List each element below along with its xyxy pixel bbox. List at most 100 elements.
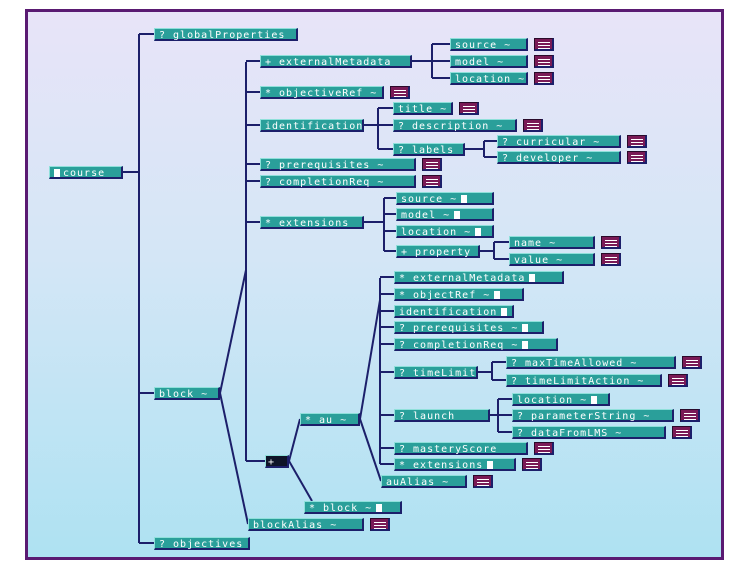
node-label: ? curricular ~ [502, 137, 601, 148]
node-au_extensions[interactable]: * extensions [394, 458, 516, 471]
node-completionReq[interactable]: ? completionReq ~ [260, 175, 416, 188]
node-developer[interactable]: ? developer ~ [497, 151, 621, 164]
node-label: model ~ [401, 210, 451, 221]
node-em_model[interactable]: model ~ [450, 55, 528, 68]
node-parameterString[interactable]: ? parameterString ~ [512, 409, 674, 422]
node-auAlias[interactable]: auAlias ~ [381, 475, 467, 488]
connector-line [359, 418, 382, 482]
node-name[interactable]: name ~ [509, 236, 595, 249]
node-label: ? timeLimitAction ~ [511, 376, 645, 387]
node-label: ? parameterString ~ [517, 411, 651, 422]
repeat-list-icon [522, 458, 542, 471]
repeat-list-icon [680, 409, 700, 422]
node-au_prerequisites[interactable]: ? prerequisites ~ [394, 321, 544, 334]
repeat-list-icon [627, 135, 647, 148]
node-blockAlias[interactable]: blockAlias ~ [248, 518, 364, 531]
node-label: location ~ [455, 74, 526, 85]
element-box-icon [501, 308, 508, 316]
node-au_objectiveRef[interactable]: * objectRef ~ [394, 288, 524, 301]
node-label: ? completionReq ~ [399, 340, 519, 351]
node-launch_location[interactable]: location ~ [512, 393, 610, 406]
repeat-list-icon [459, 102, 479, 115]
node-masteryScore[interactable]: ? masteryScore [394, 442, 528, 455]
node-objectives[interactable]: ? objectives [154, 537, 250, 550]
node-externalMetadata[interactable]: + externalMetadata [260, 55, 412, 68]
node-value[interactable]: value ~ [509, 253, 595, 266]
node-label: ? developer ~ [502, 153, 594, 164]
node-ext_location[interactable]: location ~ [396, 225, 494, 238]
repeat-list-icon [672, 426, 692, 439]
node-ext_model[interactable]: model ~ [396, 208, 494, 221]
node-label: * objectRef ~ [399, 290, 491, 301]
node-dataFromLMS[interactable]: ? dataFromLMS ~ [512, 426, 666, 439]
node-label: ? completionReq ~ [265, 177, 385, 188]
element-box-icon [529, 274, 536, 282]
node-prerequisites[interactable]: ? prerequisites ~ [260, 158, 416, 171]
node-label: identification [265, 121, 364, 132]
node-identification[interactable]: identification [260, 119, 364, 132]
node-labels[interactable]: ? labels [393, 143, 465, 156]
repeat-list-icon [534, 55, 554, 68]
element-box-icon [475, 228, 482, 236]
repeat-list-icon [473, 475, 493, 488]
repeat-list-icon [390, 86, 410, 99]
element-box-icon [522, 341, 529, 349]
node-au[interactable]: * au ~ [300, 413, 360, 426]
node-em_source[interactable]: source ~ [450, 38, 528, 51]
repeat-list-icon [534, 72, 554, 85]
node-label: location ~ [401, 227, 472, 238]
node-timeLimit[interactable]: ? timeLimit [394, 366, 478, 379]
node-timeLimitAction[interactable]: ? timeLimitAction ~ [506, 374, 662, 387]
node-label: name ~ [514, 238, 557, 249]
element-box-icon [454, 211, 461, 219]
node-choice[interactable]: + [265, 455, 289, 468]
repeat-list-icon [534, 38, 554, 51]
node-label: ? objectives [159, 539, 244, 550]
repeat-list-icon [370, 518, 390, 531]
node-au_identification[interactable]: identification [394, 305, 514, 318]
node-label: ? globalProperties [159, 30, 286, 41]
node-em_location[interactable]: location ~ [450, 72, 528, 85]
node-sub_block[interactable]: * block ~ [304, 501, 402, 514]
connector-line [219, 392, 249, 525]
node-label: source ~ [455, 40, 512, 51]
node-label: ? labels [398, 145, 455, 156]
node-au_completionReq[interactable]: ? completionReq ~ [394, 338, 558, 351]
repeat-list-icon [682, 356, 702, 369]
element-box-icon [54, 169, 60, 177]
node-description[interactable]: ? description ~ [393, 119, 517, 132]
repeat-list-icon [422, 158, 442, 171]
node-label: ? prerequisites ~ [399, 323, 519, 334]
element-box-icon [494, 291, 501, 299]
connector-line [359, 299, 381, 420]
node-label: * externalMetadata [399, 273, 526, 284]
node-label: ? timeLimit [399, 368, 477, 379]
node-extensions[interactable]: * extensions [260, 216, 364, 229]
node-label: identification [399, 307, 498, 318]
node-label: ? launch [399, 411, 456, 422]
node-maxTimeAllowed[interactable]: ? maxTimeAllowed ~ [506, 356, 676, 369]
node-label: * block ~ [309, 503, 373, 514]
node-globalProperties[interactable]: ? globalProperties [154, 28, 298, 41]
node-ext_source[interactable]: source ~ [396, 192, 494, 205]
connector-line [288, 418, 301, 462]
node-label: model ~ [455, 57, 505, 68]
repeat-list-icon [422, 175, 442, 188]
repeat-list-icon [601, 253, 621, 266]
node-label: ? prerequisites ~ [265, 160, 385, 171]
node-launch[interactable]: ? launch [394, 409, 490, 422]
node-label: * objectiveRef ~ [265, 88, 378, 99]
node-property[interactable]: + property [396, 245, 480, 258]
node-curricular[interactable]: ? curricular ~ [497, 135, 621, 148]
node-objectiveRef[interactable]: * objectiveRef ~ [260, 86, 384, 99]
node-block[interactable]: block ~ [154, 387, 220, 400]
repeat-list-icon [534, 442, 554, 455]
node-au_externalMetadata[interactable]: * externalMetadata [394, 271, 564, 284]
node-label: ? dataFromLMS ~ [517, 428, 623, 439]
repeat-list-icon [601, 236, 621, 249]
node-course[interactable]: course [49, 166, 123, 179]
element-box-icon [461, 195, 468, 203]
node-label: * extensions [399, 460, 484, 471]
repeat-list-icon [668, 374, 688, 387]
node-title[interactable]: title ~ [393, 102, 453, 115]
